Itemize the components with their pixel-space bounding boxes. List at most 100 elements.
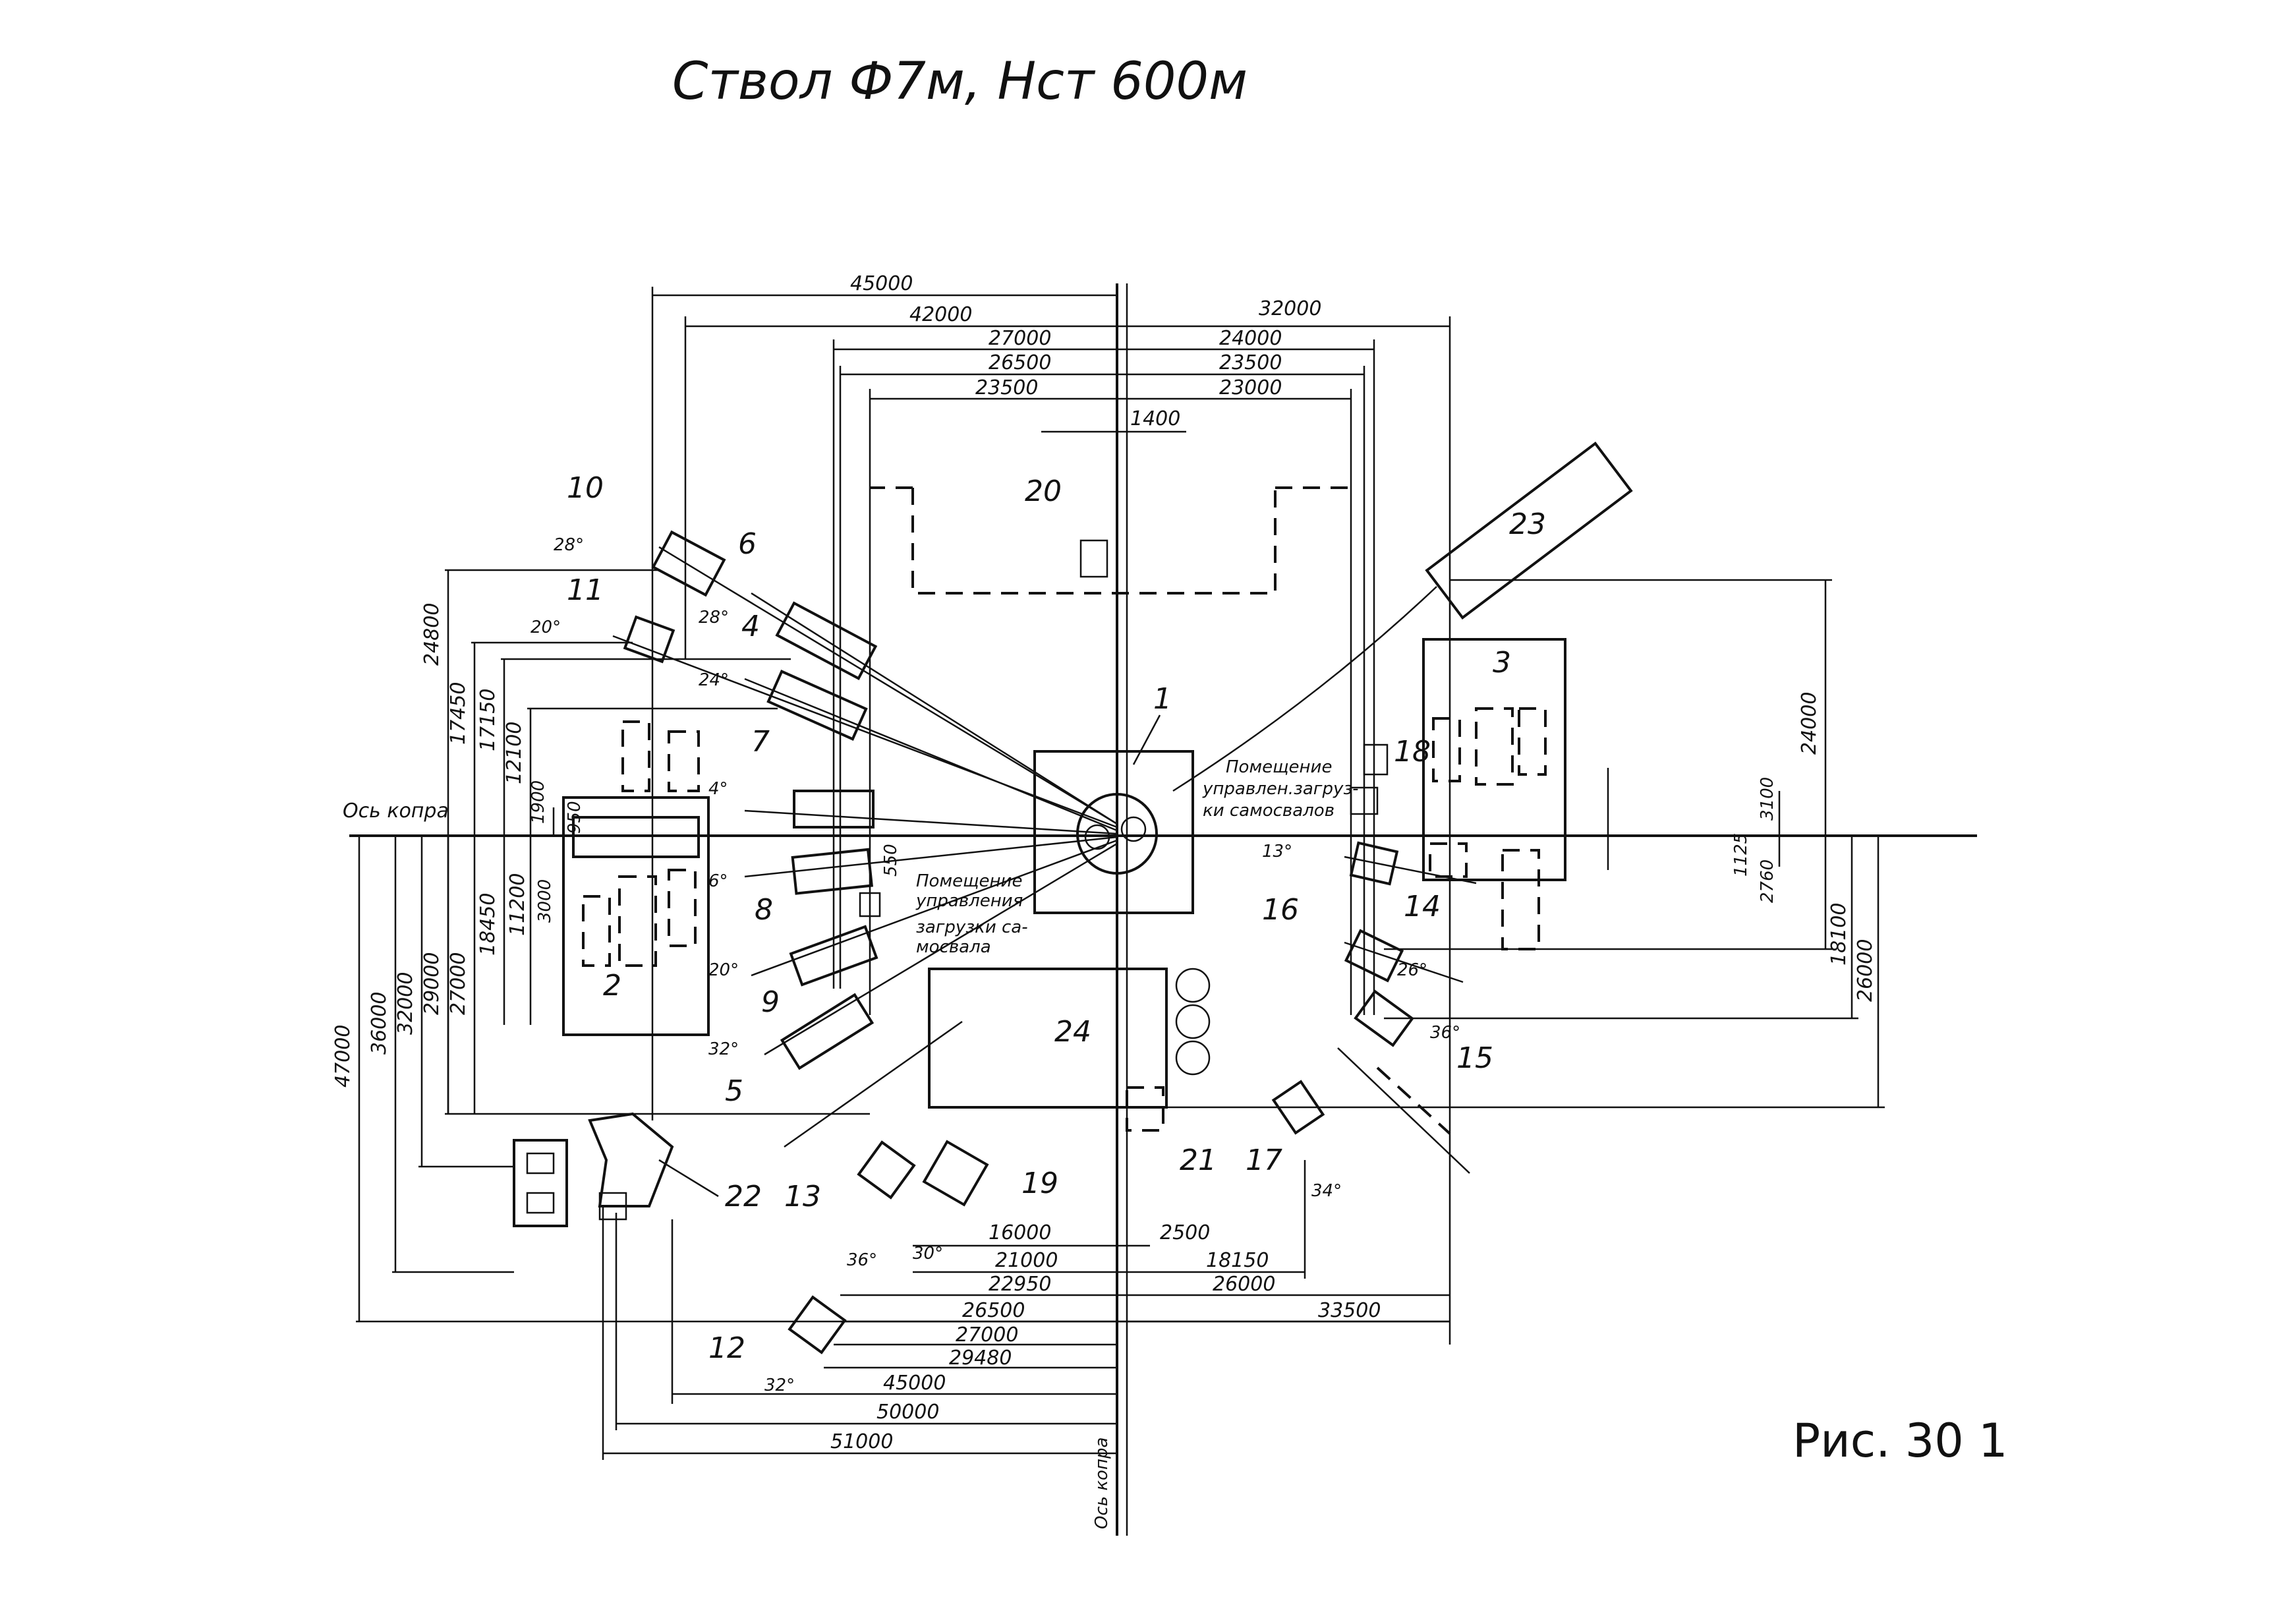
horizontal-axis-label: Ось копра [343,799,449,823]
dim-26000-right: 26000 [1854,939,1877,1002]
element-2-number: 2 [603,969,621,1002]
element-10 [651,530,726,597]
control-room-left-line3: загрузки са- [916,917,1028,937]
dim-23500-top-right: 23500 [1219,351,1282,374]
angle-26-element-14: 26° [1397,960,1427,980]
dim-550-left: 550 [881,844,901,877]
dim-18100-right: 18100 [1827,903,1851,966]
angle-28-element-6: 28° [699,608,729,627]
angle-13-element-16: 13° [1262,842,1292,861]
dim-16000-bottom: 16000 [989,1221,1051,1244]
element-14-number: 14 [1404,890,1441,923]
element-1-building [1033,750,1194,914]
dim-26500-top: 26500 [989,351,1051,374]
dim-1400-top: 1400 [1130,407,1180,430]
dim-42000-top: 42000 [909,303,972,326]
element-20-marker [1079,539,1108,578]
angle-32-element-12: 32° [764,1376,795,1395]
element-8-number: 8 [755,893,773,927]
angle-32-element-5: 32° [708,1039,739,1059]
dim-24000-right: 24000 [1798,692,1821,755]
element-16-number: 16 [1262,893,1299,927]
element-19 [922,1140,989,1207]
dim-17150-left: 17150 [476,689,500,751]
element-1-number: 1 [1153,682,1172,716]
element-20-number: 20 [1025,475,1062,508]
control-room-left-line4: мосвала [916,937,991,957]
element-12 [788,1295,847,1354]
dim-29000-left: 29000 [420,952,444,1015]
angle-30-element-19: 30° [913,1244,943,1263]
element-13-number: 13 [784,1180,821,1213]
element-21-number: 21 [1180,1144,1217,1177]
figure-caption: Рис. 30 1 [1793,1414,2008,1468]
angle-6-element-8: 6° [708,871,728,891]
element-12-number: 12 [708,1331,745,1365]
dim-3000-left: 3000 [535,879,555,923]
element-8 [791,848,874,895]
dim-11200-left: 11200 [506,873,529,936]
element-5-number: 5 [725,1074,743,1108]
dim-27000-left: 27000 [447,952,470,1015]
dim-1900-left: 1900 [529,780,548,824]
dim-26000-bottom: 26000 [1213,1273,1275,1296]
dim-36000-left: 36000 [368,992,391,1055]
element-6-number: 6 [738,527,757,561]
dim-950-left: 950 [565,801,585,834]
element-20-outline [911,488,1277,595]
element-24 [928,968,1168,1109]
right-dimension-lines [1166,579,1885,1109]
control-room-right-line2: управлен.загруз- [1202,779,1359,799]
element-2 [562,796,710,1036]
element-7-number: 7 [751,725,770,759]
dim-26500-bottom: 26500 [962,1299,1025,1322]
element-23-conveyor-line [1172,586,1437,792]
dim-45000-bottom: 45000 [883,1372,946,1395]
dim-22950-bottom: 22950 [989,1273,1051,1296]
dim-21000-bottom: 21000 [995,1249,1058,1272]
element-3 [1422,638,1566,881]
element-4-number: 4 [741,610,760,643]
top-dimension-lines [651,287,1451,1345]
element-11 [623,615,675,664]
element-15-number: 15 [1456,1041,1493,1075]
element-9 [789,925,878,987]
dim-51000-bottom: 51000 [830,1430,893,1453]
element-16 [1349,841,1399,886]
dim-33500-bottom: 33500 [1318,1299,1381,1322]
element-3-number: 3 [1493,646,1511,680]
dim-27000-top: 27000 [989,327,1051,350]
angle-28-element-10: 28° [554,535,584,555]
element-23-number: 23 [1509,508,1546,541]
dim-3100-right: 3100 [1758,777,1777,821]
dim-29480-bottom: 29480 [949,1347,1012,1370]
element-19-number: 19 [1021,1167,1058,1200]
control-room-right-line1: Помещение [1226,757,1332,777]
dim-32000-top: 32000 [1259,297,1321,320]
angle-36-element-13: 36° [847,1250,877,1270]
angle-36-element-15: 36° [1430,1023,1460,1043]
element-10-number: 10 [567,471,604,505]
element-18-number: 18 [1394,735,1431,769]
bottom-dimension-lines [602,1160,1450,1460]
drawing-title: Ствол Ф7м, Нст 600м [672,52,1248,111]
element-5 [780,993,875,1070]
element-9-number: 9 [761,985,780,1019]
dim-12100-left: 12100 [503,722,526,784]
left-dimension-lines [356,569,1450,1323]
angle-4-element-7: 4° [708,779,728,799]
element-17-number: 17 [1246,1144,1282,1177]
control-room-left-line2: управления [915,891,1023,911]
angle-20-element-9: 20° [708,960,739,980]
dim-23500-top-left: 23500 [975,376,1038,399]
dim-32000-left: 32000 [394,972,417,1035]
element-14 [1344,929,1404,983]
dim-50000-bottom: 50000 [876,1401,939,1424]
element-6 [775,601,878,681]
dim-24000-top: 24000 [1219,327,1282,350]
element-7 [793,790,875,828]
element-17 [1271,1080,1325,1135]
angle-24-element-4: 24° [699,670,729,690]
